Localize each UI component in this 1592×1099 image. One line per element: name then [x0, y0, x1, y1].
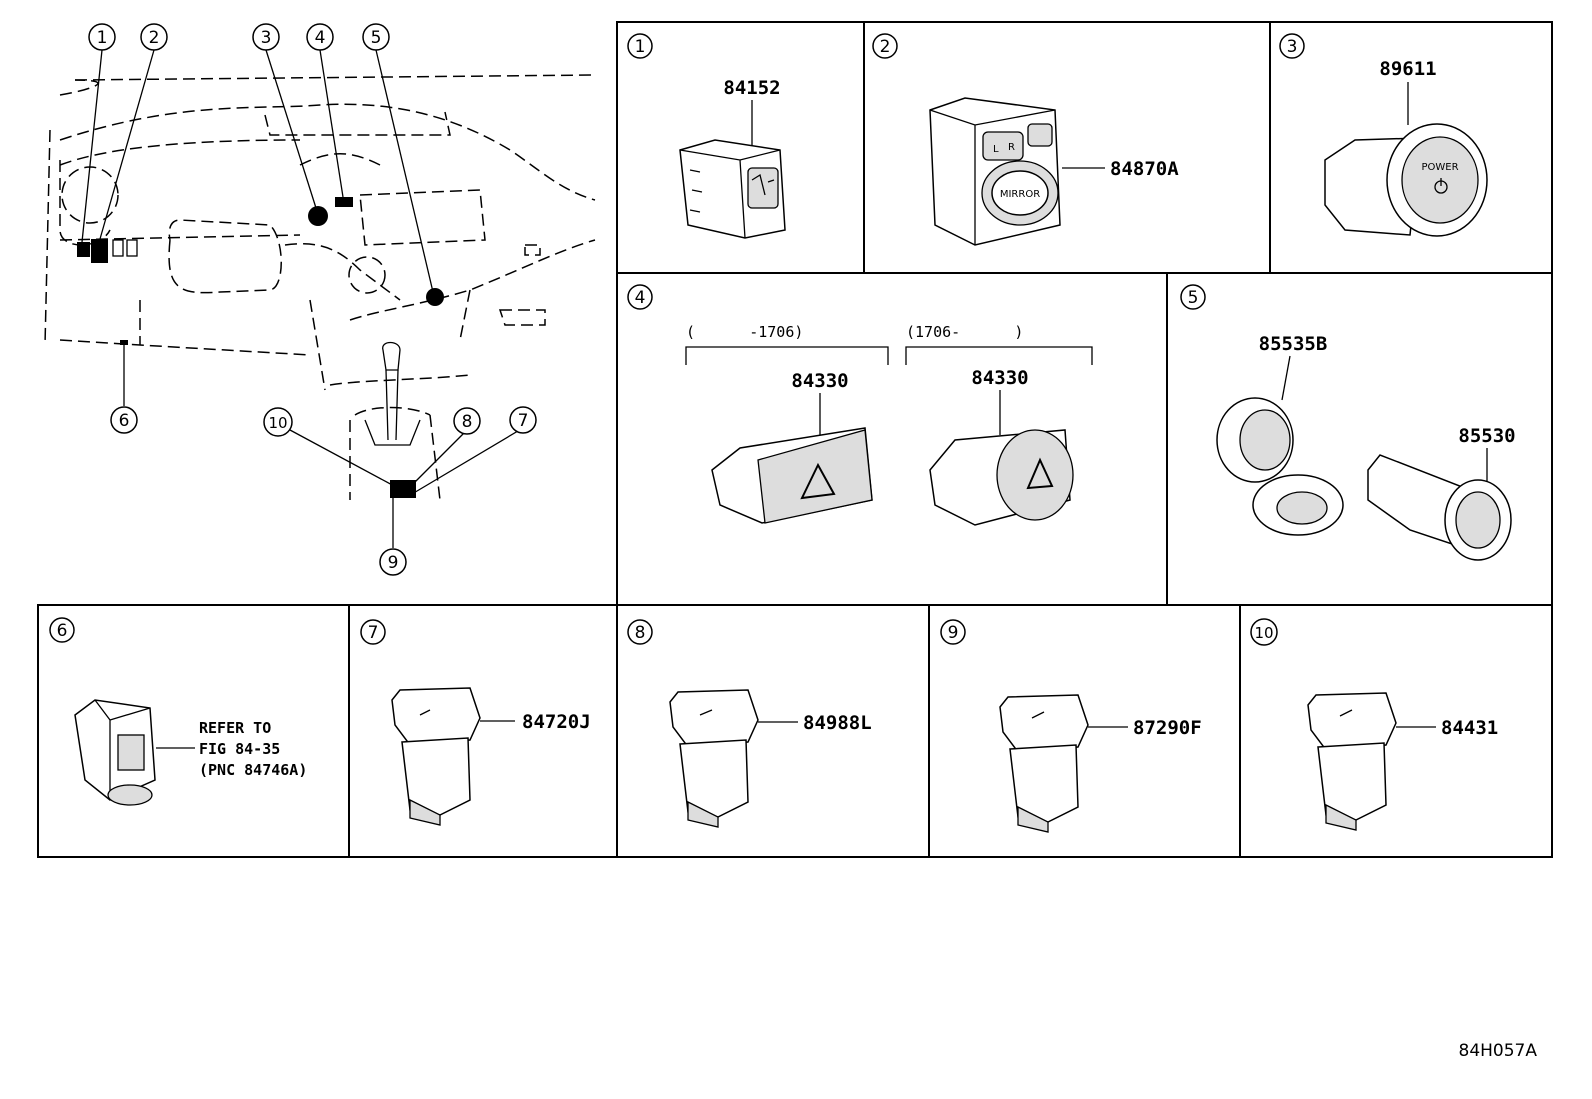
panel-3: 3 89611 POWER: [1279, 33, 1488, 237]
socket-cover-drawing: [1216, 397, 1344, 536]
callout-3: 3: [252, 23, 280, 51]
panel-index-7: 7: [360, 619, 386, 645]
part-number-85535B: 85535B: [1259, 333, 1328, 355]
callout-6: 6: [110, 406, 138, 434]
part-number-87290F: 87290F: [1133, 717, 1202, 739]
svg-text:8: 8: [462, 412, 473, 432]
panel-7: 7 84720J: [360, 619, 591, 826]
part-number-84720J: 84720J: [522, 711, 591, 733]
panel-2: 2 L R MIRROR 84870A: [872, 33, 1179, 246]
dashboard-overview: 1 2 3 4 5 6 7 8 9 10: [44, 23, 596, 576]
svg-text:8: 8: [635, 623, 646, 643]
refer-note-line-2: FIG 84-35: [199, 740, 280, 758]
mirror-switch-drawing: L R MIRROR: [929, 97, 1061, 246]
callout-10: 10: [263, 407, 293, 437]
marker-4: [335, 197, 353, 207]
marker-1: [77, 242, 90, 257]
part-number-84330-a: 84330: [791, 370, 848, 392]
panel-4: 4 ( -1706) (1706- ) 84330 84330: [627, 284, 1093, 526]
diagram-code: 84H057A: [1459, 1041, 1538, 1061]
svg-text:4: 4: [635, 288, 646, 308]
marker-6: [120, 340, 128, 345]
svg-text:2: 2: [880, 37, 891, 57]
range-before-1706: ( -1706): [686, 323, 803, 341]
power-socket-drawing: [1367, 454, 1512, 561]
panel-index-10: 10: [1250, 618, 1278, 646]
part-number-85530: 85530: [1458, 425, 1515, 447]
hazard-switch-a-drawing: [711, 427, 873, 524]
svg-text:7: 7: [368, 623, 379, 643]
marker-2: [91, 239, 108, 263]
part-number-84870A: 84870A: [1110, 158, 1179, 180]
panel-index-3: 3: [1279, 33, 1305, 59]
svg-text:MIRROR: MIRROR: [1000, 189, 1040, 200]
panel-index-5: 5: [1180, 284, 1206, 310]
svg-text:2: 2: [149, 28, 160, 48]
panel-index-9: 9: [940, 619, 966, 645]
svg-text:3: 3: [1287, 37, 1298, 57]
svg-text:POWER: POWER: [1421, 162, 1458, 173]
svg-text:9: 9: [948, 623, 959, 643]
callout-9: 9: [379, 548, 407, 576]
marker-5: [426, 288, 444, 306]
svg-text:3: 3: [261, 28, 272, 48]
svg-text:R: R: [1008, 142, 1015, 153]
part-number-84988L: 84988L: [803, 712, 872, 734]
callout-1: 1: [88, 23, 116, 51]
svg-text:7: 7: [518, 411, 529, 431]
panel-index-2: 2: [872, 33, 898, 59]
ev-switch-drawing: [391, 687, 481, 826]
panel-index-6: 6: [49, 617, 75, 643]
part-number-84152: 84152: [723, 77, 780, 99]
usb-port-drawing: [74, 699, 156, 806]
marker-center-switches: [390, 480, 416, 498]
panel-index-1: 1: [627, 33, 653, 59]
svg-text:9: 9: [388, 553, 399, 573]
panel-index-8: 8: [627, 619, 653, 645]
callout-4: 4: [306, 23, 334, 51]
range-after-1706: (1706- ): [906, 323, 1023, 341]
svg-text:4: 4: [315, 28, 326, 48]
panel-index-4: 4: [627, 284, 653, 310]
svg-text:6: 6: [57, 621, 68, 641]
callout-8: 8: [453, 407, 481, 435]
svg-text:10: 10: [1254, 624, 1273, 642]
part-number-84330-b: 84330: [971, 367, 1028, 389]
svg-text:5: 5: [1188, 288, 1199, 308]
panel-9: 9 87290F: [940, 619, 1202, 833]
callout-2: 2: [140, 23, 168, 51]
svg-text:L: L: [993, 144, 999, 155]
panel-6: 6 REFER TO FIG 84-35 (PNC 84746A): [49, 617, 307, 806]
panel-grid: [37, 21, 1553, 858]
svg-text:10: 10: [268, 414, 287, 432]
panel-5: 5 85535B 85530: [1180, 284, 1516, 561]
mode-switch-drawing: [669, 689, 759, 828]
svg-text:6: 6: [119, 411, 130, 431]
panel-1: 1 84152: [627, 33, 786, 239]
refer-note-line-1: REFER TO: [199, 719, 271, 737]
part-number-89611: 89611: [1379, 58, 1436, 80]
panel-10: 10 84431: [1250, 618, 1498, 831]
drive-mode-switch-drawing: [1307, 692, 1397, 831]
svg-text:1: 1: [635, 37, 646, 57]
dimmer-switch-drawing: [679, 139, 786, 239]
refer-note-line-3: (PNC 84746A): [199, 761, 307, 779]
part-number-84431: 84431: [1441, 717, 1498, 739]
hazard-switch-b-drawing: [929, 429, 1074, 526]
power-button-drawing: POWER: [1324, 123, 1488, 237]
callout-5: 5: [362, 23, 390, 51]
seat-heater-switch-drawing: [999, 694, 1089, 833]
svg-text:1: 1: [97, 28, 108, 48]
panel-8: 8 84988L: [627, 619, 872, 828]
callout-7: 7: [509, 406, 537, 434]
marker-3: [308, 206, 328, 226]
svg-text:5: 5: [371, 28, 382, 48]
